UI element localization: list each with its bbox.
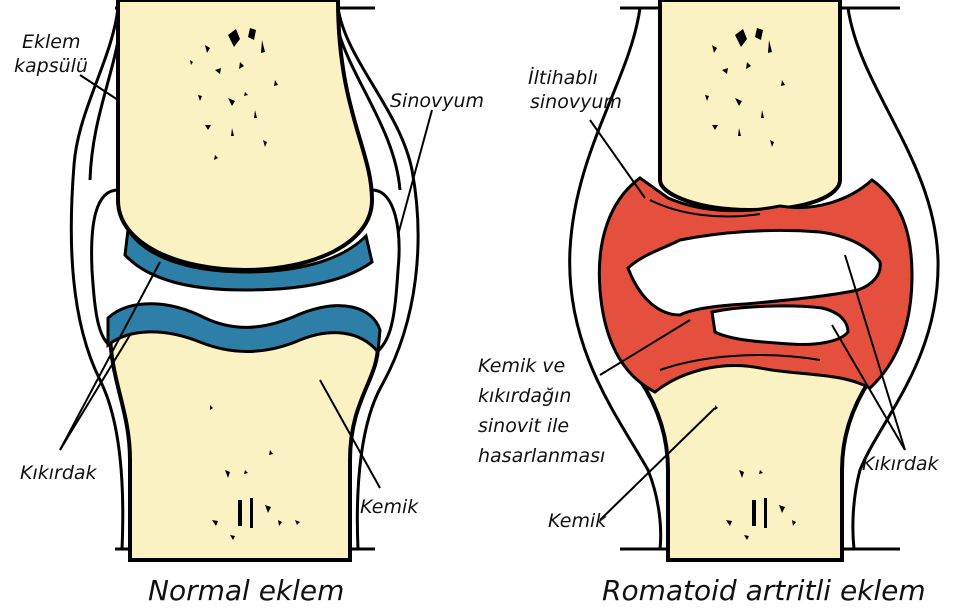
synovium-pointer	[398, 110, 432, 235]
caption-normal: Normal eklem	[148, 574, 344, 607]
label-capsule-1: Eklem	[22, 31, 80, 53]
label-cartilage: Kıkırdak	[20, 462, 98, 484]
label-damage-3: sinovit ile	[478, 415, 569, 437]
ra-joint: İltihablı sinovyum Kemik ve kıkırdağın s…	[478, 0, 940, 607]
label-bone: Kemik	[360, 496, 419, 518]
label-damage-1: Kemik ve	[478, 355, 565, 377]
label-capsule-2: kapsülü	[14, 55, 88, 77]
joint-capsule-left-inner	[90, 30, 120, 180]
caption-ra: Romatoid artritli eklem	[602, 574, 926, 607]
ra-upper-bone	[660, 0, 840, 210]
label-damage-4: hasarlanması	[478, 445, 605, 467]
joint-space-lower	[712, 306, 848, 345]
inflamed-pointer	[590, 120, 645, 198]
label-ra-bone: Kemik	[548, 510, 607, 532]
normal-joint: Eklem kapsülü Sinovyum Kıkırdak Kemik No…	[14, 0, 484, 607]
label-damage-2: kıkırdağın	[478, 385, 571, 407]
label-inflamed-1: İltihablı	[528, 66, 598, 89]
upper-bone	[118, 0, 372, 270]
label-inflamed-2: sinovyum	[530, 91, 622, 113]
label-ra-cartilage: Kıkırdak	[862, 453, 940, 475]
label-synovium: Sinovyum	[390, 90, 484, 112]
